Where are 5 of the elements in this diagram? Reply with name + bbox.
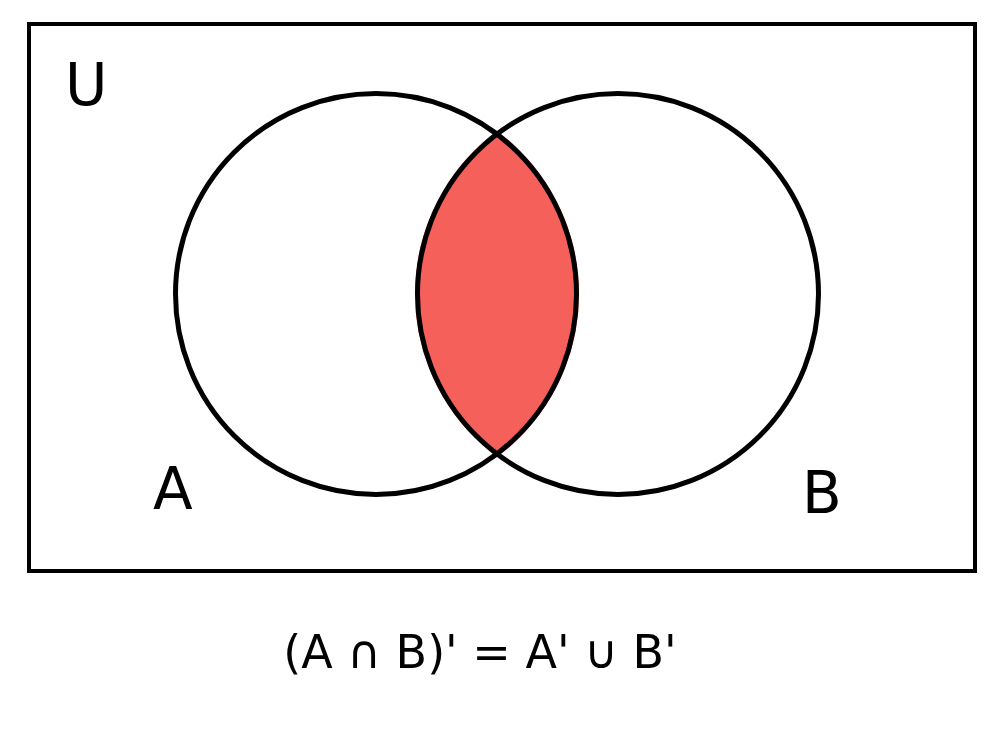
set-label: A (153, 460, 193, 518)
universe-rectangle (27, 22, 977, 573)
set-label: B (802, 464, 842, 522)
caption: (A ∩ B)' = A' ∪ B' (283, 625, 677, 679)
set-label: U (65, 56, 108, 114)
